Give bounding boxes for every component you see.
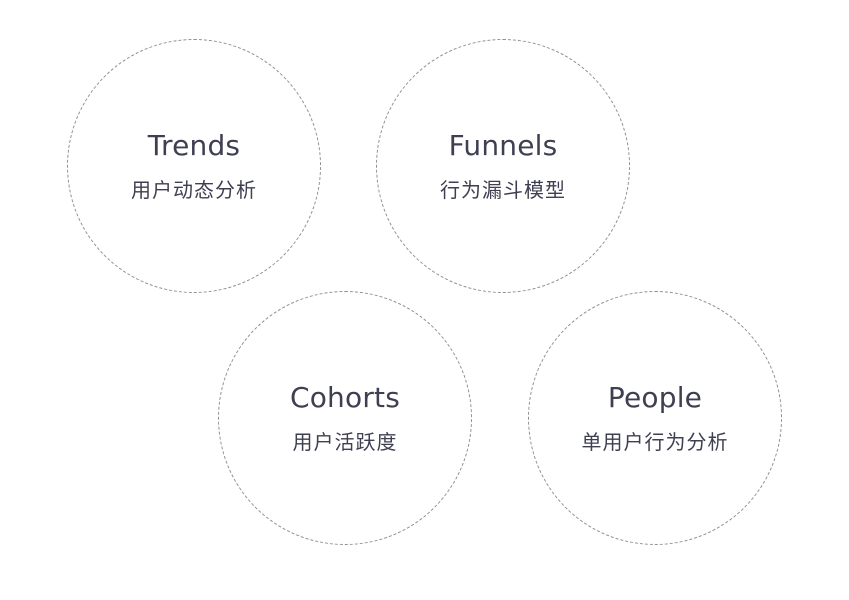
feature-title-cohorts: Cohorts [289,381,401,414]
feature-subtitle-funnels: 行为漏斗模型 [440,178,566,202]
feature-subtitle-trends: 用户动态分析 [131,178,257,202]
feature-title-trends: Trends [147,129,241,162]
feature-title-funnels: Funnels [448,129,558,162]
feature-title-people: People [607,381,703,414]
feature-subtitle-people: 单用户行为分析 [581,430,729,454]
feature-circle-trends: Trends 用户动态分析 [67,39,321,293]
feature-circle-cohorts: Cohorts 用户活跃度 [218,291,472,545]
feature-subtitle-cohorts: 用户活跃度 [292,430,398,454]
feature-circle-funnels: Funnels 行为漏斗模型 [376,39,630,293]
feature-circle-people: People 单用户行为分析 [528,291,782,545]
